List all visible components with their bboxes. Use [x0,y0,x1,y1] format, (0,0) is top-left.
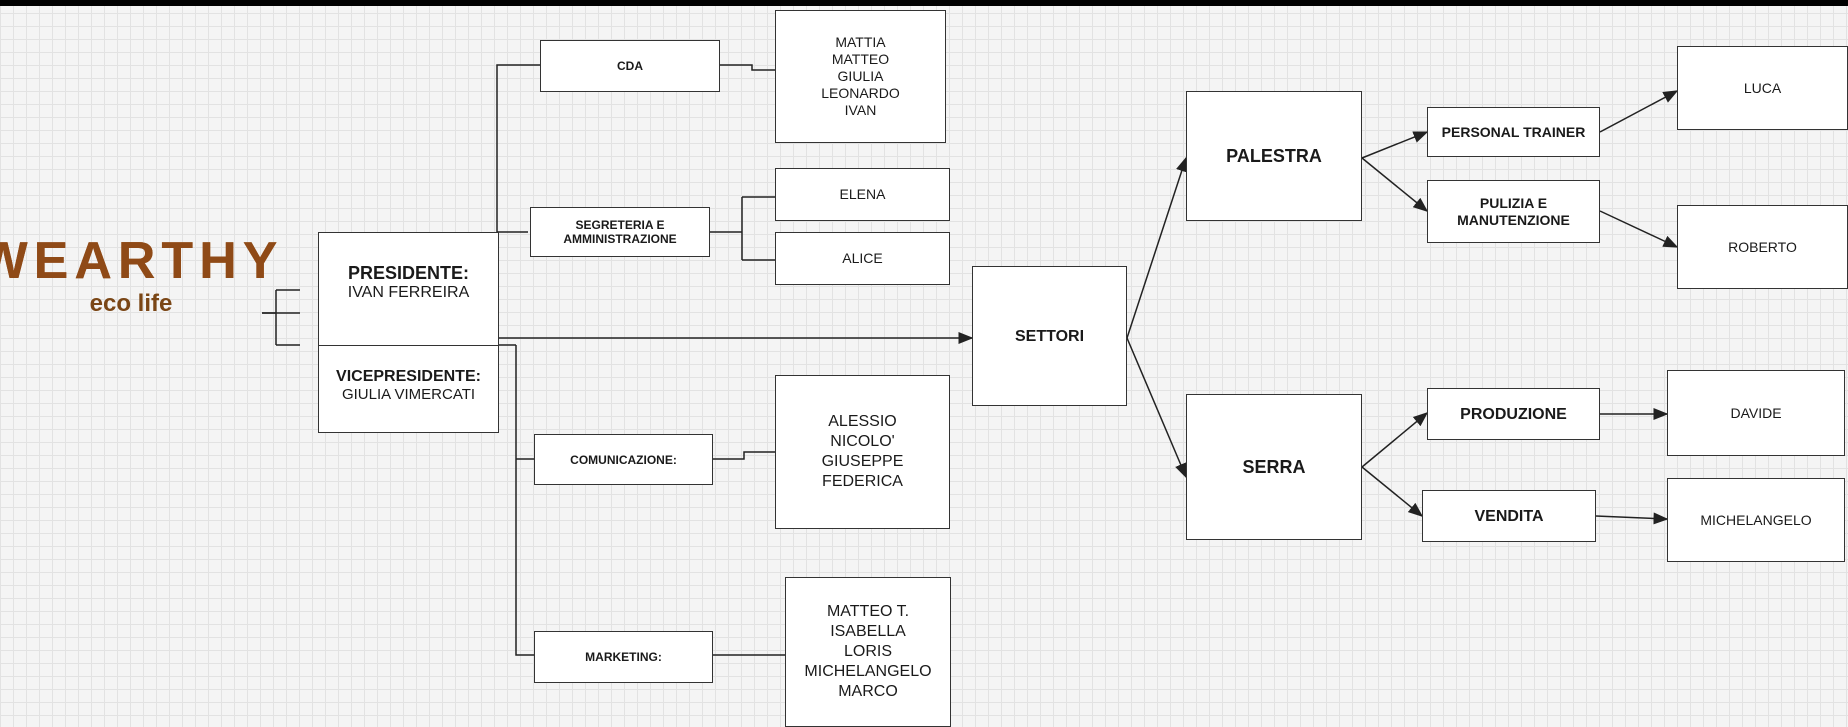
role-vendita: VENDITA [1422,490,1596,542]
dept-comunicazione: COMUNICAZIONE: [534,434,713,485]
member-elena: ELENA [775,168,950,221]
logo-wordmark: WEARTHY [0,232,283,290]
role-produzione: PRODUZIONE [1427,388,1600,440]
role-pulizia-manutenzione: PULIZIA E MANUTENZIONE [1427,180,1600,243]
settori-box: SETTORI [972,266,1127,406]
wearthy-logo: WEARTHY eco life [0,232,277,342]
dept-segreteria: SEGRETERIA E AMMINISTRAZIONE [530,207,710,257]
serra-box: SERRA [1186,394,1362,540]
top-bar [0,0,1848,6]
dept-segreteria-line2: AMMINISTRAZIONE [563,232,677,246]
member-alice: ALICE [775,232,950,285]
vicepresidente-name: GIULIA VIMERCATI [341,386,476,403]
vicepresidente-title: VICEPRESIDENTE: [336,368,481,385]
dept-marketing: MARKETING: [534,631,713,683]
logo-tagline: eco life [89,290,173,317]
vicepresidente-box: VICEPRESIDENTE: GIULIA VIMERCATI [318,345,499,433]
presidente-title: PRESIDENTE: [347,263,470,283]
person-roberto: ROBERTO [1677,205,1848,289]
person-michelangelo: MICHELANGELO [1667,478,1845,562]
presidente-name: IVAN FERREIRA [347,284,470,301]
presidente-box: PRESIDENTE: IVAN FERREIRA [318,232,499,346]
palestra-box: PALESTRA [1186,91,1362,221]
role-personal-trainer: PERSONAL TRAINER [1427,107,1600,157]
dept-segreteria-line1: SEGRETERIA E [575,218,665,232]
person-luca: LUCA [1677,46,1848,130]
person-davide: DAVIDE [1667,370,1845,456]
dept-cda: CDA [540,40,720,92]
